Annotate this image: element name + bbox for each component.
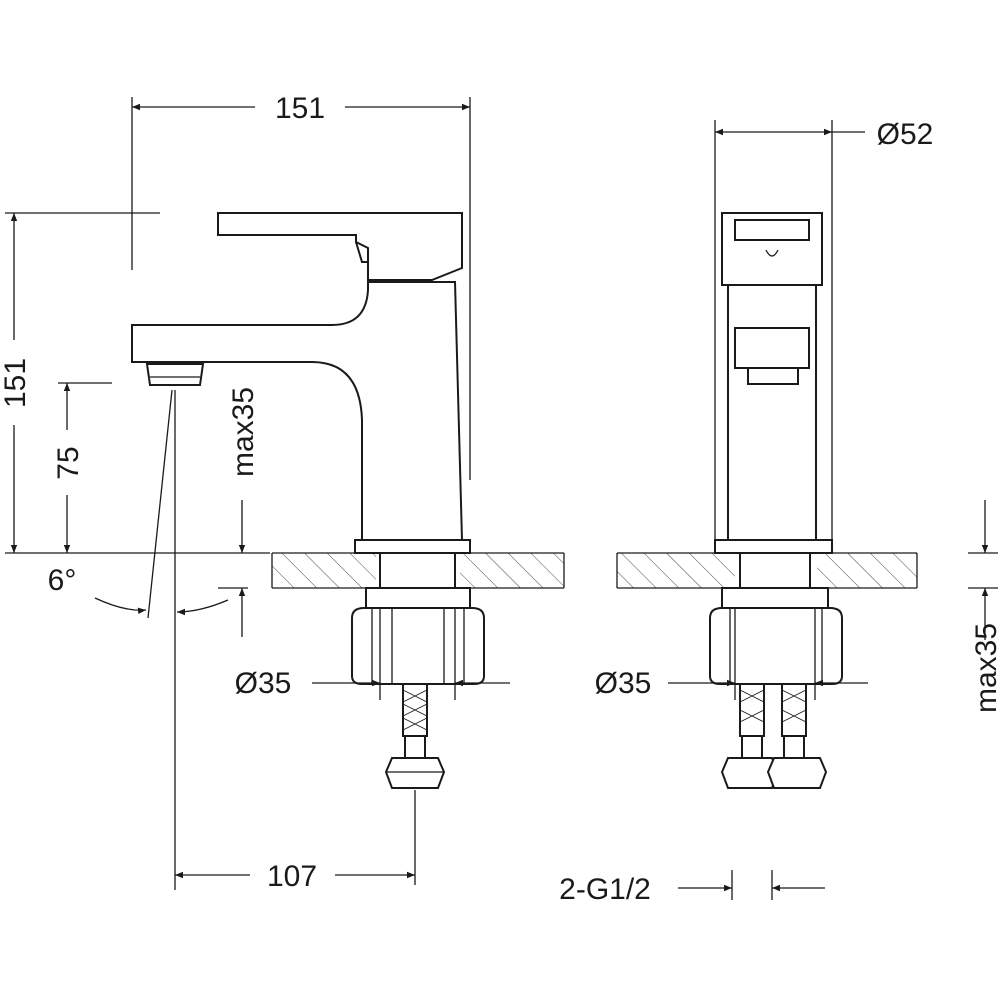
dim-shank-side: Ø35 (595, 667, 652, 700)
countertop-side (616, 552, 918, 589)
countertop-front (5, 552, 565, 589)
dim-body-diameter: Ø52 (877, 118, 934, 151)
dim-spout-height: 75 (52, 446, 85, 479)
dim-connections: 2-G1/2 (559, 873, 651, 906)
dim-overall-height: 151 (0, 358, 32, 408)
dim-shank-front: Ø35 (235, 667, 292, 700)
dimension-lines (5, 97, 998, 900)
dim-spout-angle: 6° (48, 564, 77, 597)
faucet-front-view (131, 212, 485, 789)
dim-max-thickness-front: max35 (227, 387, 260, 477)
dim-max-thickness-side: max35 (970, 623, 1000, 713)
faucet-side-view (709, 212, 843, 789)
dim-spout-reach: 107 (267, 860, 317, 893)
dim-overall-length: 151 (275, 92, 325, 125)
